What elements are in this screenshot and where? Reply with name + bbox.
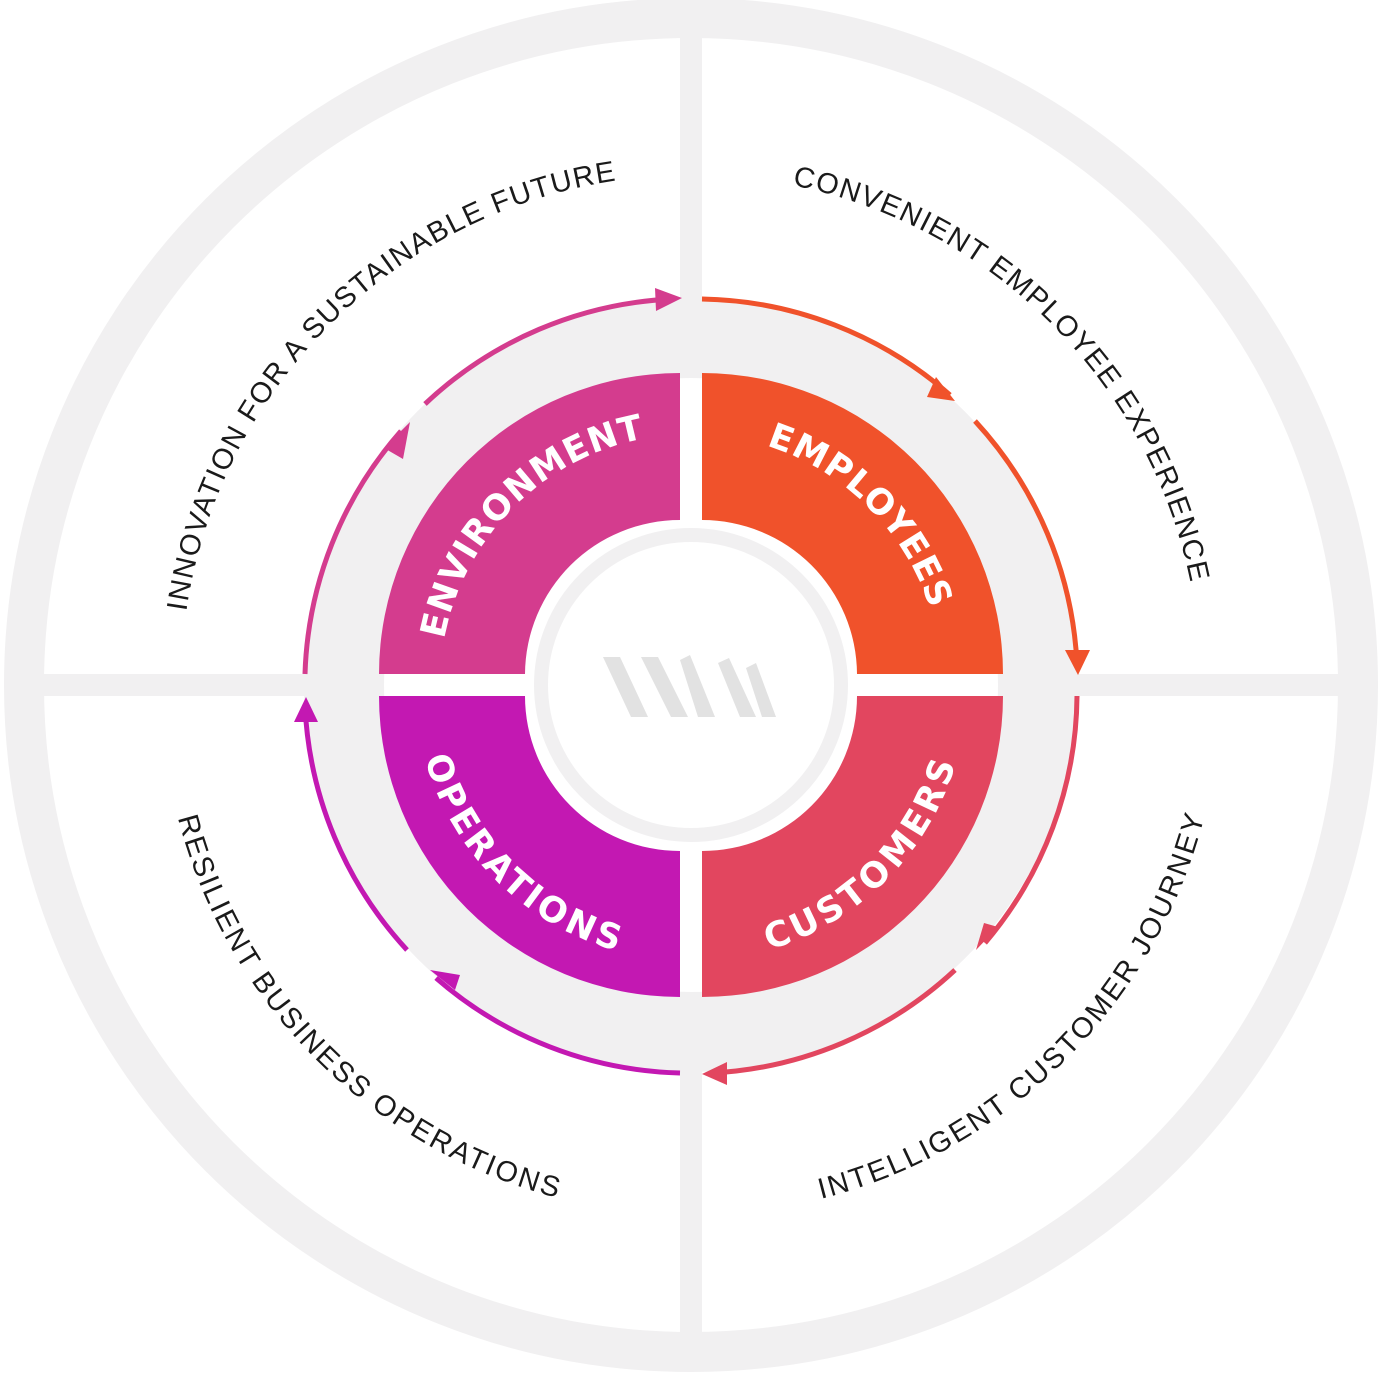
segment-environment[interactable]	[379, 373, 680, 674]
flow-arrows	[294, 288, 1090, 1085]
segment-customers[interactable]	[702, 696, 1003, 997]
horizontal-divider-left	[30, 674, 375, 696]
arrowhead-bottom-right-lower-icon	[702, 1062, 727, 1085]
flow-arrow-bottom-right-lower	[711, 968, 957, 1076]
arrow-track-ring	[304, 298, 1078, 1072]
flow-arrow-bottom-left-upper	[302, 705, 409, 952]
segment-operations[interactable]	[379, 696, 680, 997]
horizontal-divider-right	[1005, 674, 1350, 696]
arrowhead-bottom-right-upper-icon	[976, 923, 998, 950]
logo-icon	[603, 655, 776, 717]
vertical-divider-bottom	[680, 995, 702, 1345]
vertical-divider-top	[680, 30, 702, 375]
outer-ring	[4, 0, 1378, 1372]
flow-arrow-top-right-lower	[973, 419, 1080, 665]
arrowhead-top-right-lower-icon	[1065, 650, 1090, 675]
flow-arrow-bottom-left-lower	[434, 976, 681, 1076]
arrowhead-top-right-upper-icon	[927, 377, 955, 401]
flow-arrow-bottom-right-upper	[983, 695, 1080, 945]
arrowhead-top-left-lower-icon	[384, 422, 410, 459]
arrowhead-bottom-left-lower-icon	[430, 970, 460, 990]
flow-arrow-top-left-lower	[302, 429, 403, 675]
flow-arrow-top-right-upper	[701, 296, 952, 397]
arrowhead-bottom-left-upper-icon	[294, 697, 318, 722]
segment-employees[interactable]	[702, 373, 1003, 674]
arrowhead-top-left-upper-icon	[655, 288, 682, 311]
flow-arrow-top-left-upper	[423, 296, 673, 406]
